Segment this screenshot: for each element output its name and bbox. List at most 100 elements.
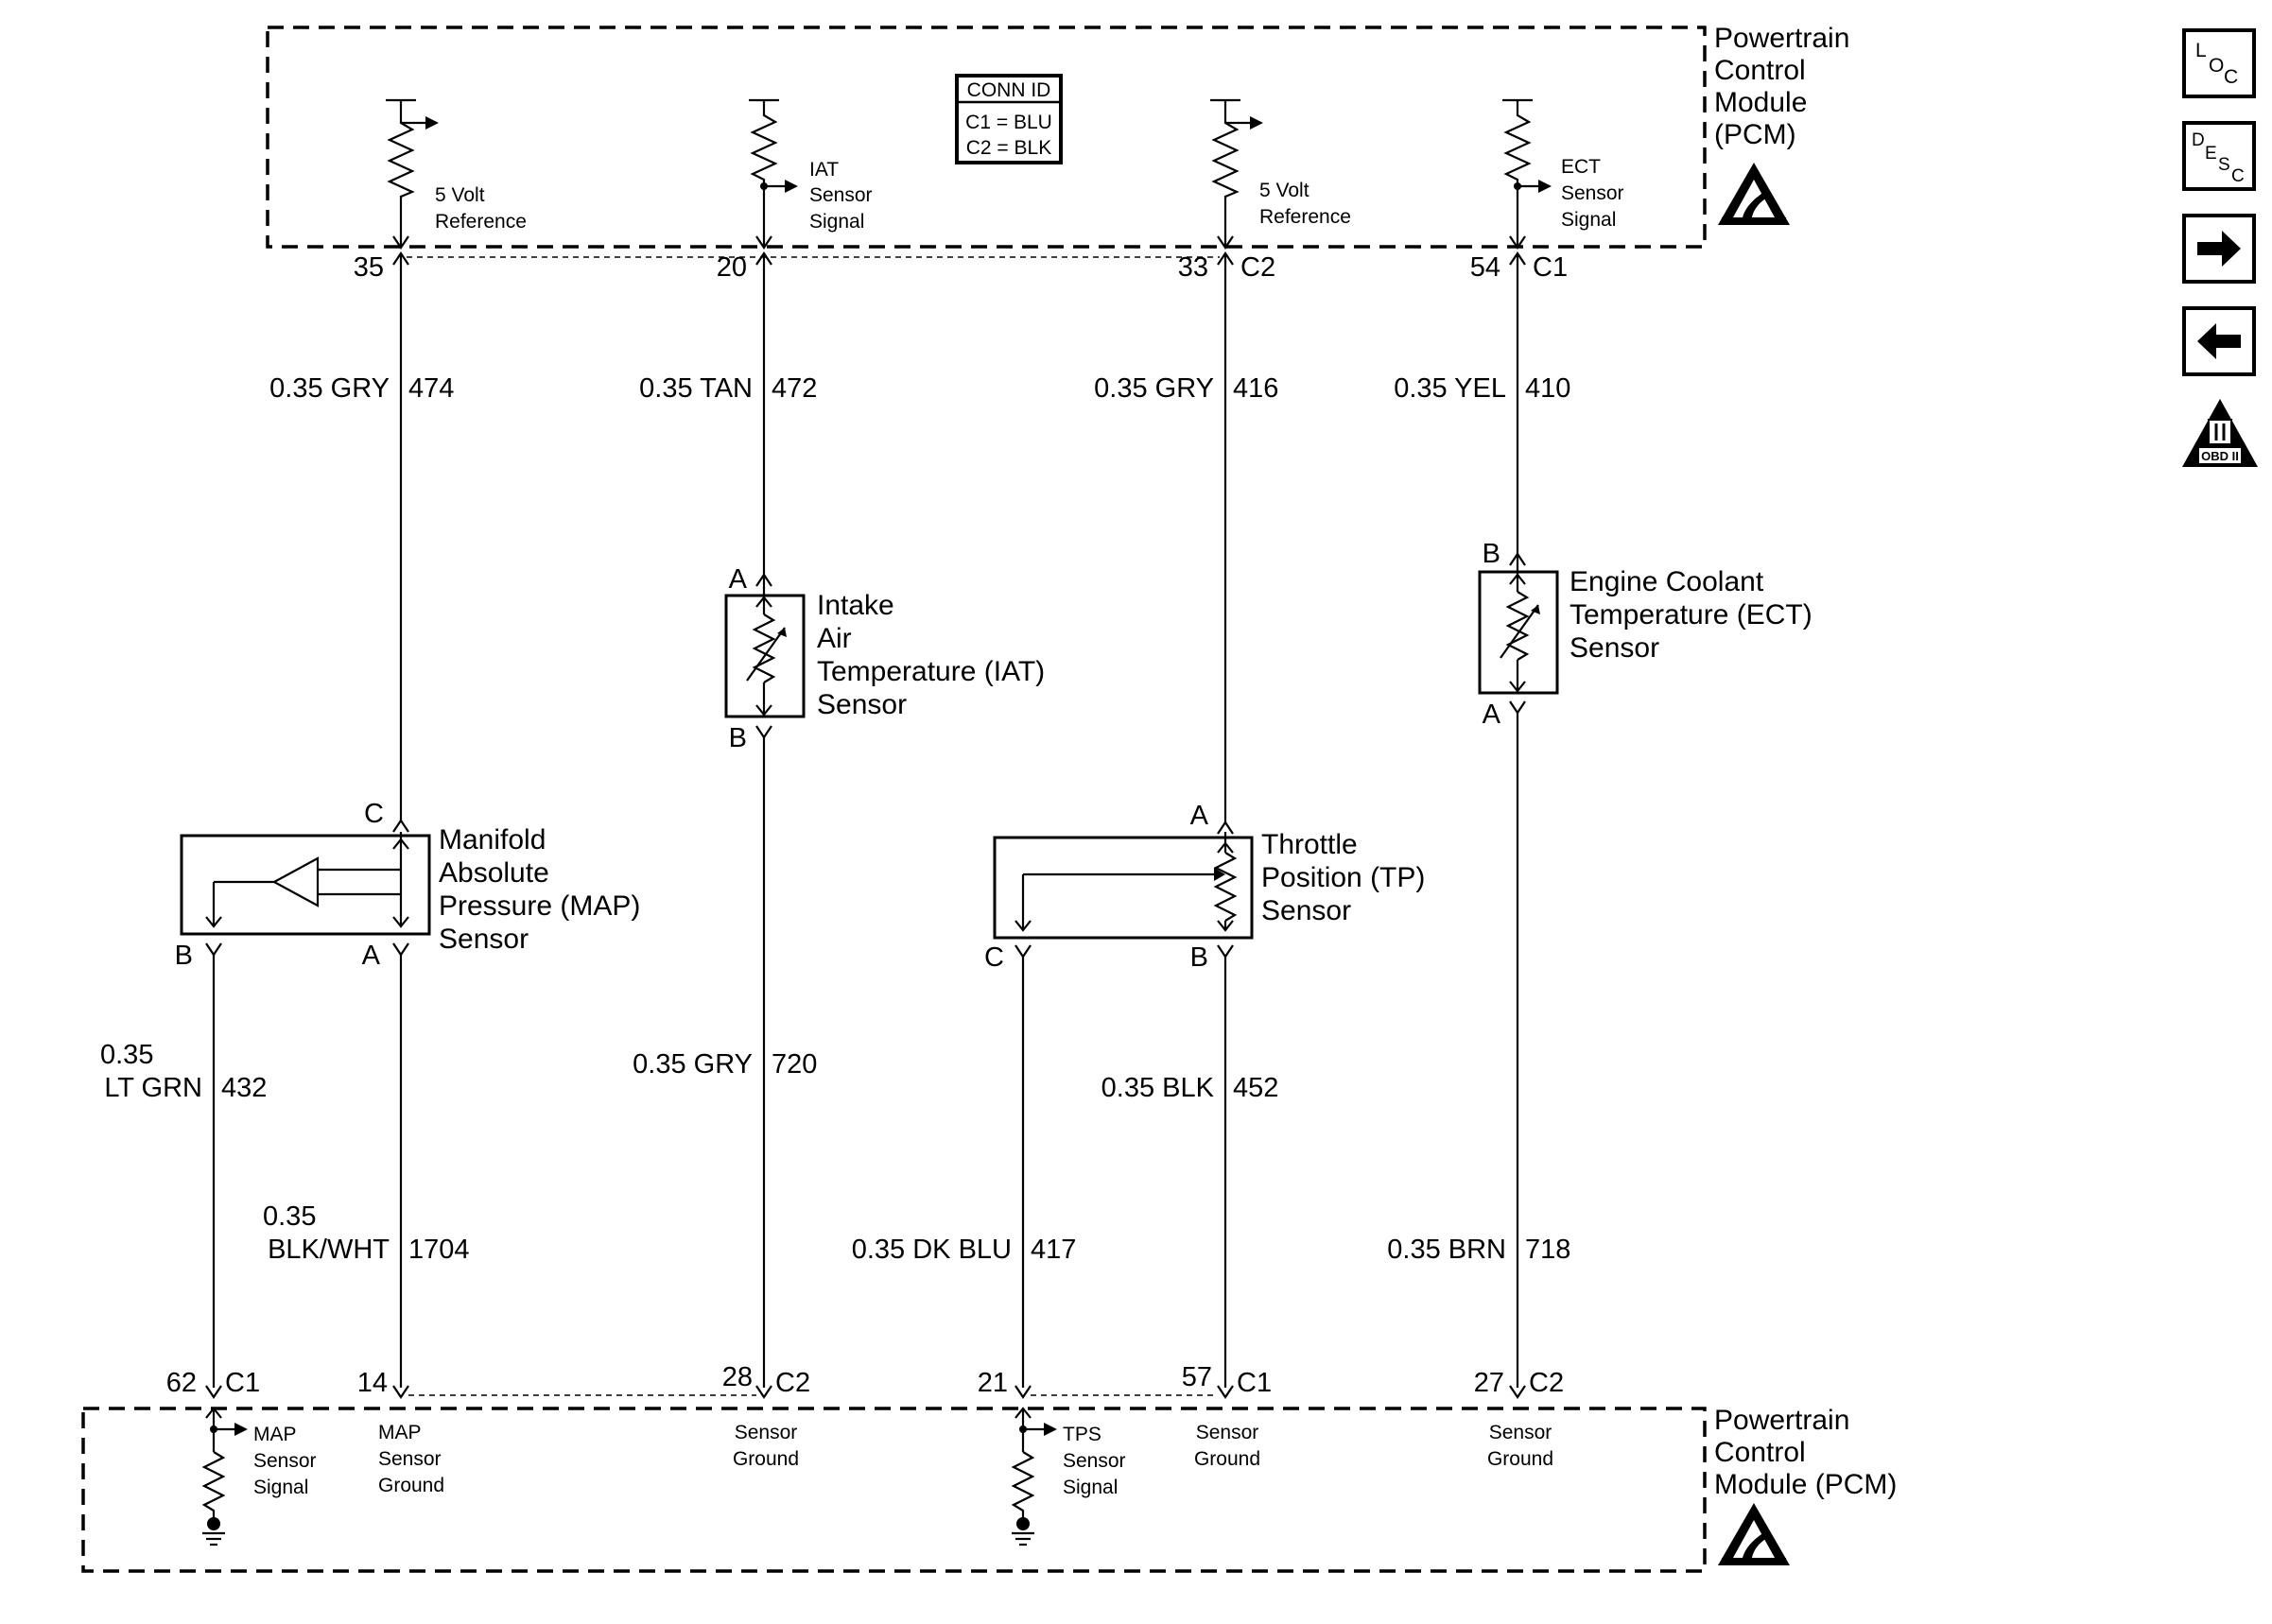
- svg-text:410: 410: [1525, 373, 1570, 404]
- svg-text:C: C: [364, 799, 384, 829]
- svg-text:Powertrain: Powertrain: [1714, 23, 1849, 54]
- svg-text:474: 474: [408, 373, 454, 404]
- wire-1704-label: 0.35 BLK/WHT 1704: [263, 1201, 470, 1265]
- svg-text:B: B: [175, 941, 193, 971]
- svg-text:718: 718: [1525, 1235, 1570, 1265]
- svg-text:0.35 GRY: 0.35 GRY: [269, 373, 390, 404]
- svg-text:Sensor: Sensor: [439, 924, 529, 955]
- arrow-right-icon[interactable]: [2182, 214, 2256, 284]
- svg-text:Ground: Ground: [1487, 1448, 1553, 1470]
- wire-474-label: 0.35 GRY 474: [269, 373, 454, 404]
- svg-text:Sensor: Sensor: [1196, 1422, 1259, 1443]
- desc-icon[interactable]: D E S C: [2182, 121, 2256, 191]
- loc-icon[interactable]: L O C: [2182, 28, 2256, 98]
- pin-35: 35: [354, 252, 384, 283]
- svg-text:Sensor: Sensor: [817, 689, 907, 720]
- svg-text:Air: Air: [817, 623, 852, 654]
- svg-text:A: A: [1190, 801, 1209, 831]
- svg-text:Signal: Signal: [809, 211, 864, 233]
- pcm-internal-5v-reference-1: 5 Volt Reference: [386, 98, 527, 250]
- pcm-internal-ect-signal: ECT Sensor Signal: [1502, 98, 1624, 250]
- svg-text:Reference: Reference: [1259, 206, 1351, 228]
- svg-text:Signal: Signal: [1561, 209, 1616, 231]
- svg-text:Absolute: Absolute: [439, 857, 549, 889]
- tp-sensor: A C B Throttle Position (TP) Sensor: [984, 801, 1425, 973]
- wire-718-label: 0.35 BRN 718: [1387, 1235, 1570, 1265]
- pin-54-connector: C1: [1533, 252, 1568, 283]
- svg-text:ECT: ECT: [1561, 156, 1601, 178]
- pcm-internal-sensor-ground-1: Sensor Ground: [733, 1422, 799, 1470]
- svg-text:Ground: Ground: [378, 1475, 444, 1496]
- svg-text:0.35 GRY: 0.35 GRY: [633, 1049, 753, 1080]
- svg-text:Sensor: Sensor: [1570, 632, 1659, 664]
- svg-text:Sensor: Sensor: [1489, 1422, 1552, 1443]
- svg-text:Sensor: Sensor: [1261, 895, 1351, 926]
- svg-text:CONN ID: CONN ID: [967, 79, 1051, 101]
- svg-text:Control: Control: [1714, 1437, 1806, 1468]
- svg-text:720: 720: [772, 1049, 817, 1080]
- pcm-internal-tps-signal: TPS Sensor Signal: [1011, 1407, 1126, 1546]
- top-wires: [392, 251, 1526, 824]
- svg-text:MAP: MAP: [253, 1424, 297, 1445]
- svg-text:Sensor: Sensor: [809, 184, 873, 206]
- pin-14: 14: [357, 1368, 388, 1398]
- svg-text:D: D: [2192, 130, 2205, 150]
- wire-410-label: 0.35 YEL 410: [1394, 373, 1570, 404]
- svg-text:Reference: Reference: [435, 211, 527, 233]
- svg-text:S: S: [2218, 155, 2230, 175]
- wire-417-label: 0.35 DK BLU 417: [852, 1235, 1077, 1265]
- pcm-internal-map-ground: MAP Sensor Ground: [378, 1422, 444, 1496]
- pcm-internal-iat-signal: IAT Sensor Signal: [749, 98, 873, 250]
- svg-text:Control: Control: [1714, 55, 1806, 86]
- pin-27-connector: C2: [1529, 1368, 1564, 1398]
- svg-text:BLK/WHT: BLK/WHT: [268, 1235, 390, 1265]
- obd-ii-icon[interactable]: OBD II: [2182, 399, 2258, 467]
- svg-text:C: C: [2231, 166, 2245, 186]
- wire-472-label: 0.35 TAN 472: [639, 373, 817, 404]
- svg-text:B: B: [1190, 942, 1208, 973]
- pin-28: 28: [722, 1362, 753, 1392]
- svg-text:0.35 DK BLU: 0.35 DK BLU: [852, 1235, 1012, 1265]
- wire-432-label: 0.35 LT GRN 432: [100, 1040, 267, 1103]
- esd-warning-icon: [1718, 1503, 1790, 1565]
- svg-text:Sensor: Sensor: [1561, 182, 1624, 204]
- arrow-left-icon[interactable]: [2182, 306, 2256, 376]
- svg-text:0.35 YEL: 0.35 YEL: [1394, 373, 1506, 404]
- svg-text:Intake: Intake: [817, 590, 894, 621]
- wire-452-label: 0.35 BLK 452: [1101, 1073, 1279, 1103]
- svg-text:Module (PCM): Module (PCM): [1714, 1469, 1897, 1500]
- svg-text:Signal: Signal: [253, 1477, 308, 1498]
- pin-62-connector: C1: [225, 1368, 260, 1398]
- svg-text:Powertrain: Powertrain: [1714, 1405, 1849, 1436]
- pcm-top-module: Powertrain Control Module (PCM) CONN ID …: [266, 23, 1849, 283]
- pcm-bottom-module: 62 C1 14 28 C2 21 57 C1 27 C2 MAP Sensor…: [81, 1362, 1897, 1573]
- svg-text:0.35 TAN: 0.35 TAN: [639, 373, 753, 404]
- svg-text:C: C: [2224, 66, 2238, 88]
- svg-text:IAT: IAT: [809, 159, 839, 181]
- svg-text:5 Volt: 5 Volt: [435, 184, 485, 206]
- svg-text:B: B: [1483, 539, 1500, 569]
- svg-text:A: A: [362, 941, 381, 971]
- pin-54: 54: [1470, 252, 1500, 283]
- wire-416-label: 0.35 GRY 416: [1094, 373, 1278, 404]
- svg-text:B: B: [729, 723, 747, 753]
- svg-text:0.35: 0.35: [263, 1201, 316, 1232]
- svg-text:Throttle: Throttle: [1261, 829, 1358, 860]
- svg-text:Engine Coolant: Engine Coolant: [1570, 566, 1764, 597]
- svg-text:(PCM): (PCM): [1714, 119, 1796, 150]
- svg-text:TPS: TPS: [1063, 1424, 1101, 1445]
- svg-text:452: 452: [1233, 1073, 1278, 1103]
- wire-720-label: 0.35 GRY 720: [633, 1049, 817, 1080]
- svg-text:A: A: [729, 564, 748, 595]
- svg-text:0.35 BRN: 0.35 BRN: [1387, 1235, 1506, 1265]
- svg-text:Sensor: Sensor: [735, 1422, 798, 1443]
- pin-57: 57: [1182, 1362, 1212, 1392]
- svg-text:C1 = BLU: C1 = BLU: [965, 112, 1052, 133]
- svg-text:416: 416: [1233, 373, 1278, 404]
- svg-text:Ground: Ground: [1194, 1448, 1260, 1470]
- svg-text:Sensor: Sensor: [253, 1450, 317, 1472]
- pcm-internal-sensor-ground-3: Sensor Ground: [1487, 1422, 1553, 1470]
- pin-62: 62: [166, 1368, 197, 1398]
- svg-text:472: 472: [772, 373, 817, 404]
